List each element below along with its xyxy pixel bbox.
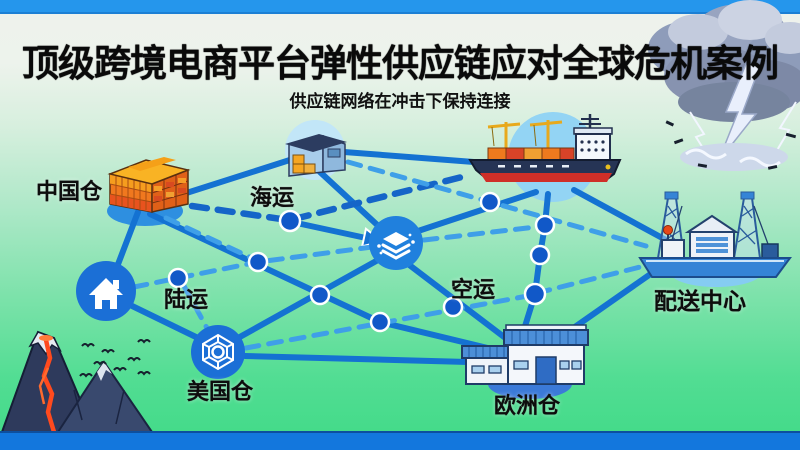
network-node-dot — [529, 244, 551, 266]
storm-lightning-icon — [648, 0, 800, 171]
network-edge — [421, 224, 539, 243]
network-edge — [181, 283, 211, 333]
network-node-dot — [442, 296, 464, 318]
network-node-dot — [523, 282, 547, 306]
network-edge — [290, 172, 470, 223]
network-node-dot — [278, 209, 302, 233]
network-edge — [131, 244, 375, 290]
network-edge — [409, 189, 539, 236]
label-distribution-center: 配送中心 — [654, 288, 746, 314]
network-node-dot — [309, 284, 331, 306]
network-edge — [163, 215, 259, 263]
label-air-freight: 空运 — [450, 277, 496, 302]
top-border-strip — [0, 0, 800, 13]
distribution-center-port-icon — [638, 191, 792, 278]
label-sea-freight: 海运 — [249, 185, 295, 210]
bottom-border-strip — [0, 433, 800, 450]
top-warehouse-icon — [285, 134, 347, 177]
network-edge — [242, 353, 471, 365]
house-node-icon — [76, 261, 136, 321]
label-land-freight: 陆运 — [163, 287, 209, 312]
us-warehouse-node-icon — [191, 325, 245, 379]
label-europe-warehouse: 欧洲仓 — [493, 393, 561, 418]
cargo-ship-icon — [468, 114, 622, 182]
network-edge — [571, 187, 669, 243]
china-warehouse-containers-icon — [107, 157, 191, 213]
network-edge — [125, 301, 201, 341]
network-edge — [534, 261, 655, 296]
network-edge — [188, 202, 292, 224]
network-edge — [345, 159, 649, 249]
network-node-dot — [369, 311, 391, 333]
hub-layers-node-icon — [369, 216, 423, 270]
network-edge — [235, 257, 381, 341]
network-edge — [289, 219, 369, 241]
network-node-dot — [479, 191, 501, 213]
top-strip-edge — [0, 12, 800, 14]
network-node-dot — [534, 214, 556, 236]
network-node-dot — [167, 267, 189, 289]
volcano-mountains-illustration — [0, 330, 154, 433]
label-china-warehouse: 中国仓 — [35, 179, 103, 204]
network-node-dots — [167, 191, 556, 333]
europe-warehouse-icon — [461, 324, 589, 385]
birds-icon — [79, 339, 151, 378]
page-subtitle: 供应链网络在冲击下保持连接 — [289, 92, 511, 111]
bottom-strip-edge — [0, 431, 800, 434]
label-us-warehouse: 美国仓 — [186, 379, 254, 404]
network-node-dot — [247, 251, 269, 273]
page-title: 顶级跨境电商平台弹性供应链应对全球危机案例 — [22, 43, 779, 84]
